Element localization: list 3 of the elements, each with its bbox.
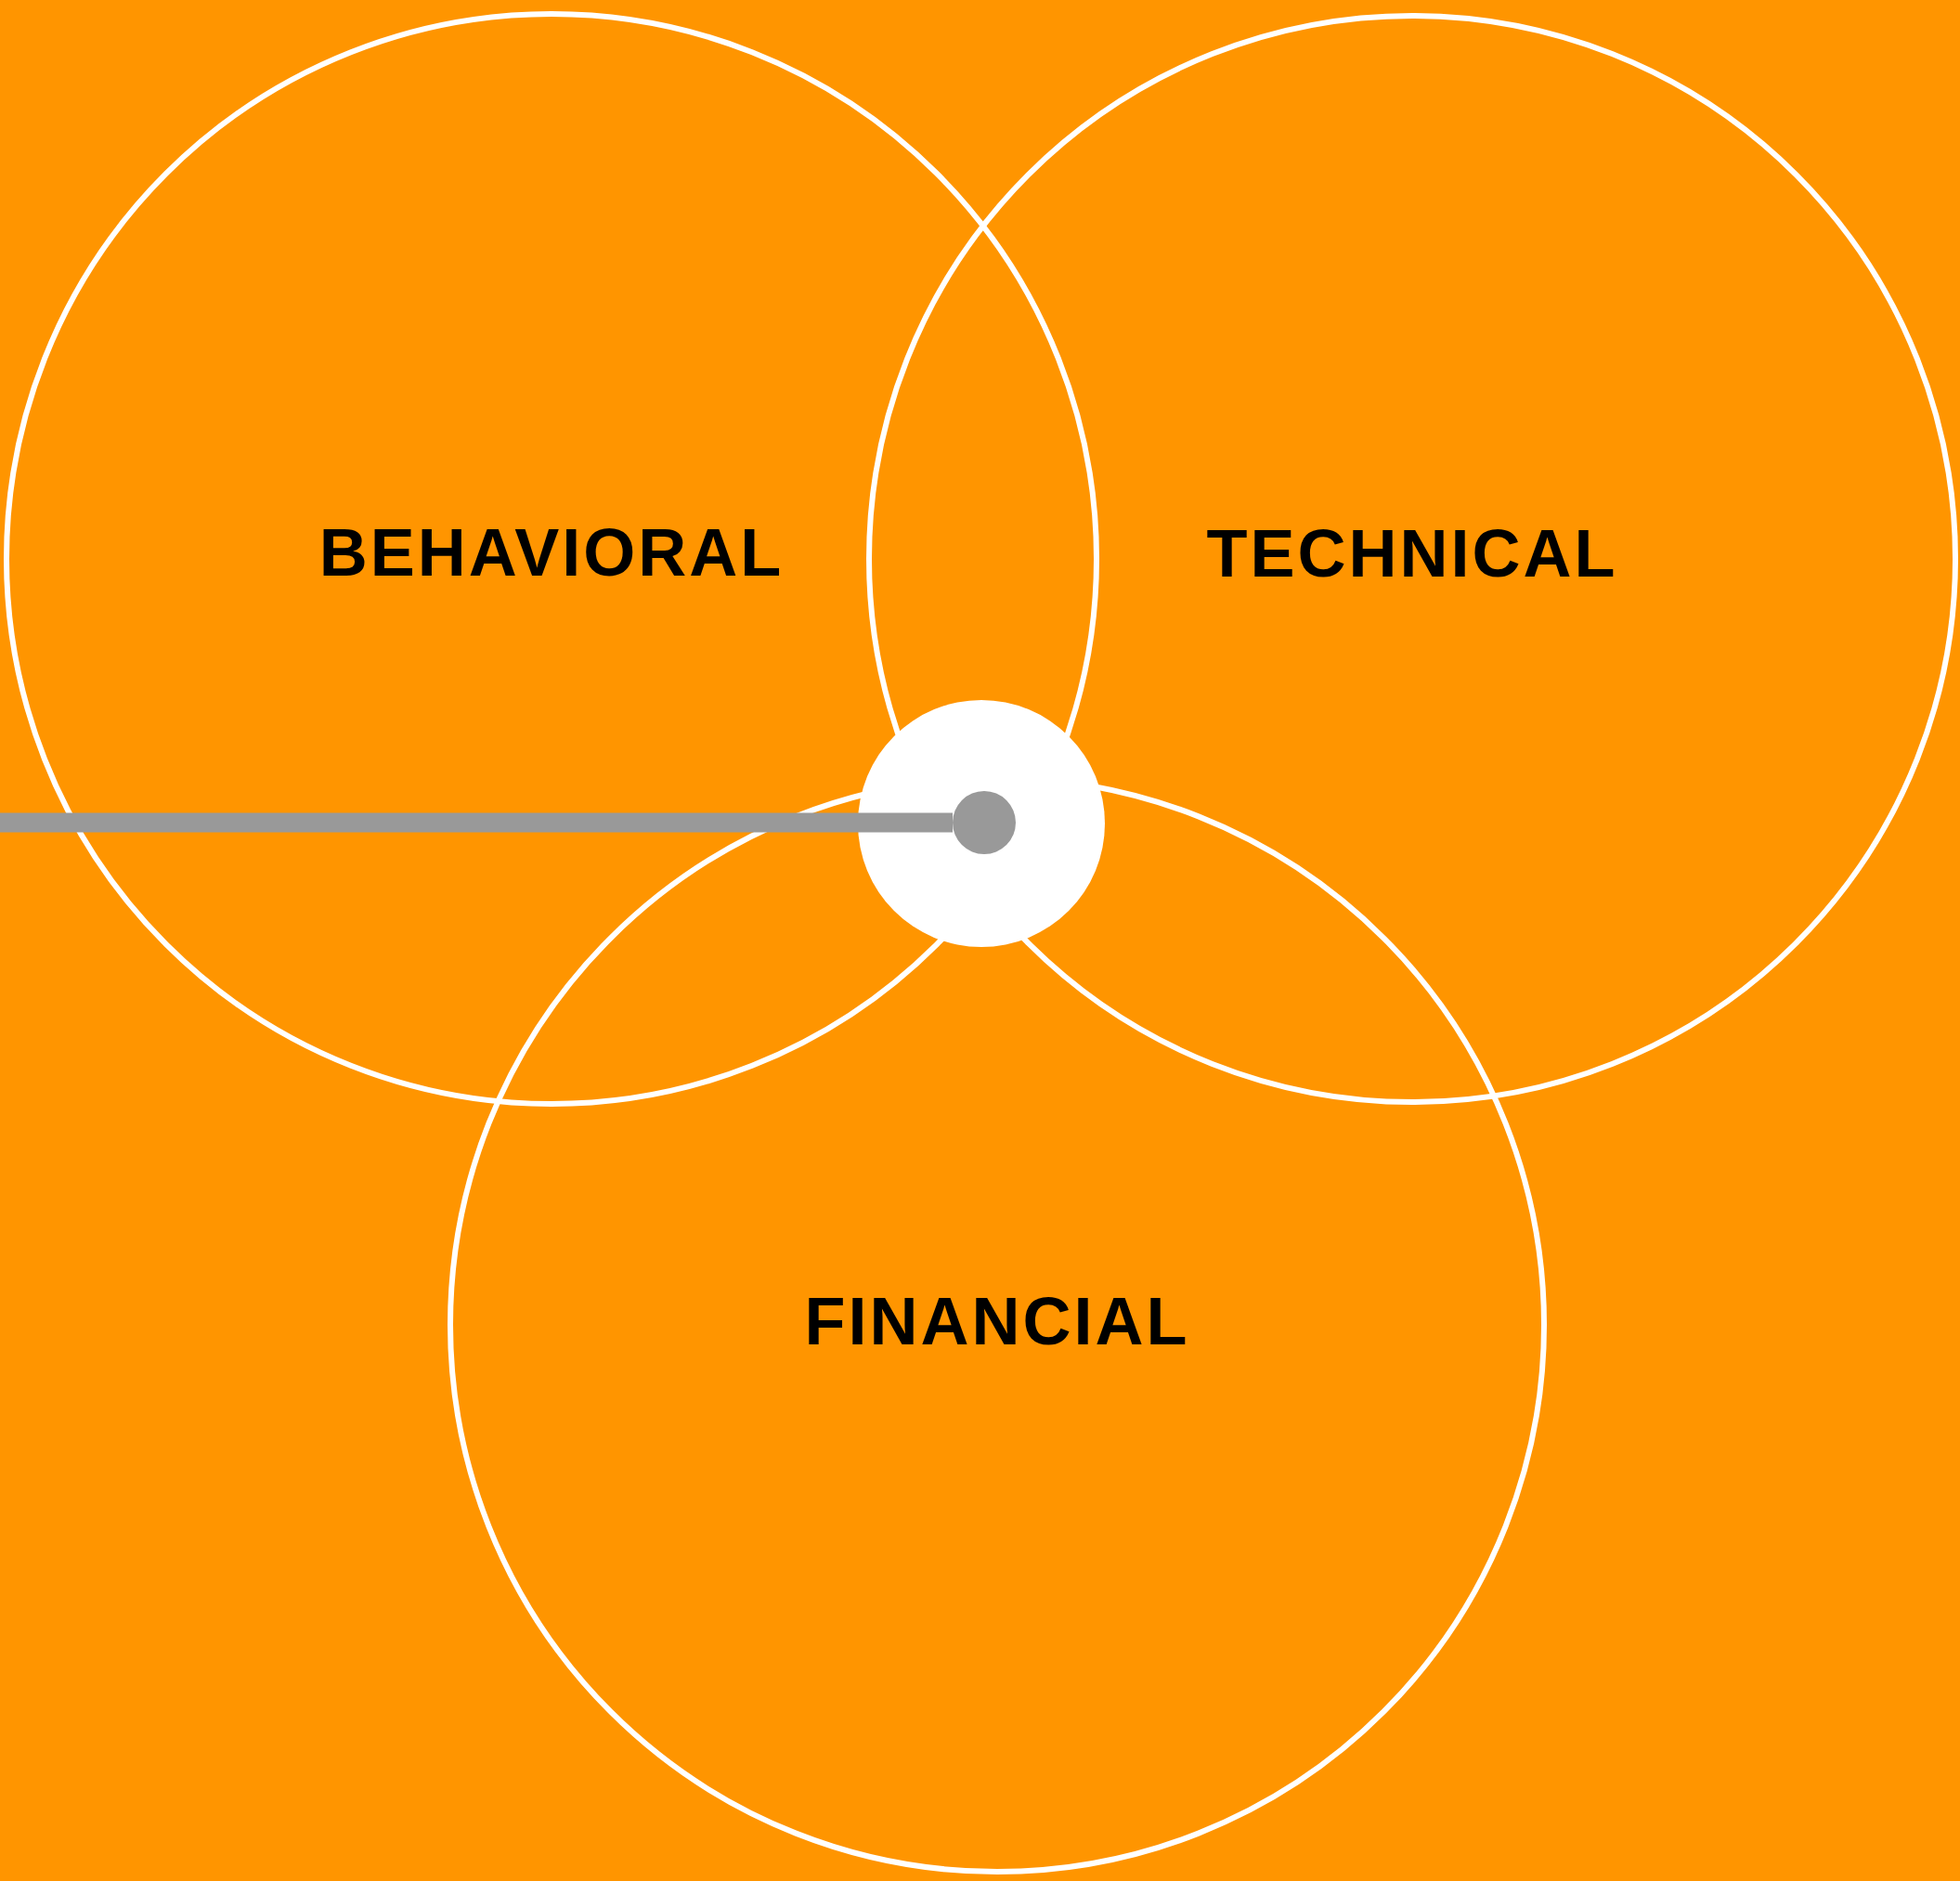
circle-label: FINANCIAL: [804, 1283, 1190, 1359]
circle-label: BEHAVIORAL: [318, 514, 785, 590]
circle-label: TECHNICAL: [1206, 515, 1618, 591]
